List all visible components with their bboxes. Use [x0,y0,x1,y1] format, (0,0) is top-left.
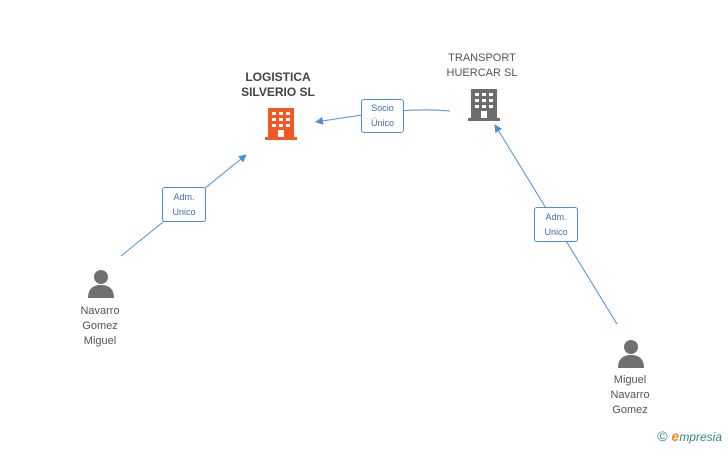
node-label-person1: Navarro Gomez Miguel [60,304,140,349]
brand-name: mpresia [679,430,722,444]
relation-adm2-line1: Adm. [545,212,567,222]
node-person2-line1: Miguel [613,374,647,386]
node-person2-line2: Navarro [610,389,650,401]
relation-adm1-line2: Unico [172,207,196,217]
node-transport-line2: HUERCAR SL [446,67,518,79]
node-person1-line2: Gomez [82,320,118,332]
building-icon[interactable] [468,87,500,121]
node-person1-line3: Miguel [83,335,117,347]
relation-adm1-line1: Adm. [173,192,195,202]
node-label-person2: Miguel Navarro Gomez [590,373,670,418]
relation-socio-line1: Socio [371,103,394,113]
node-logistica-line1: LOGISTICA [245,70,311,84]
node-label-logistica: LOGISTICA SILVERIO SL [228,70,328,100]
copyright-icon: © [657,428,668,444]
node-person2-line3: Gomez [612,404,648,416]
node-person1-line1: Navarro [80,305,120,317]
node-logistica-line2: SILVERIO SL [241,85,315,99]
person-icon[interactable] [616,338,646,368]
relation-badge-adm1[interactable]: Adm. Unico [162,187,206,222]
node-label-transport: TRANSPORT HUERCAR SL [430,51,534,81]
person-icon[interactable] [86,268,116,298]
brand-e: e [671,428,680,444]
relation-socio-line2: Único [370,118,394,128]
relation-badge-socio[interactable]: Socio Único [361,99,404,133]
node-transport-line1: TRANSPORT [448,52,516,64]
brand-logo[interactable]: ©empresia [657,428,722,444]
relation-badge-adm2[interactable]: Adm. Unico [534,207,578,242]
building-icon[interactable] [265,106,297,140]
relation-adm2-line2: Unico [544,227,568,237]
